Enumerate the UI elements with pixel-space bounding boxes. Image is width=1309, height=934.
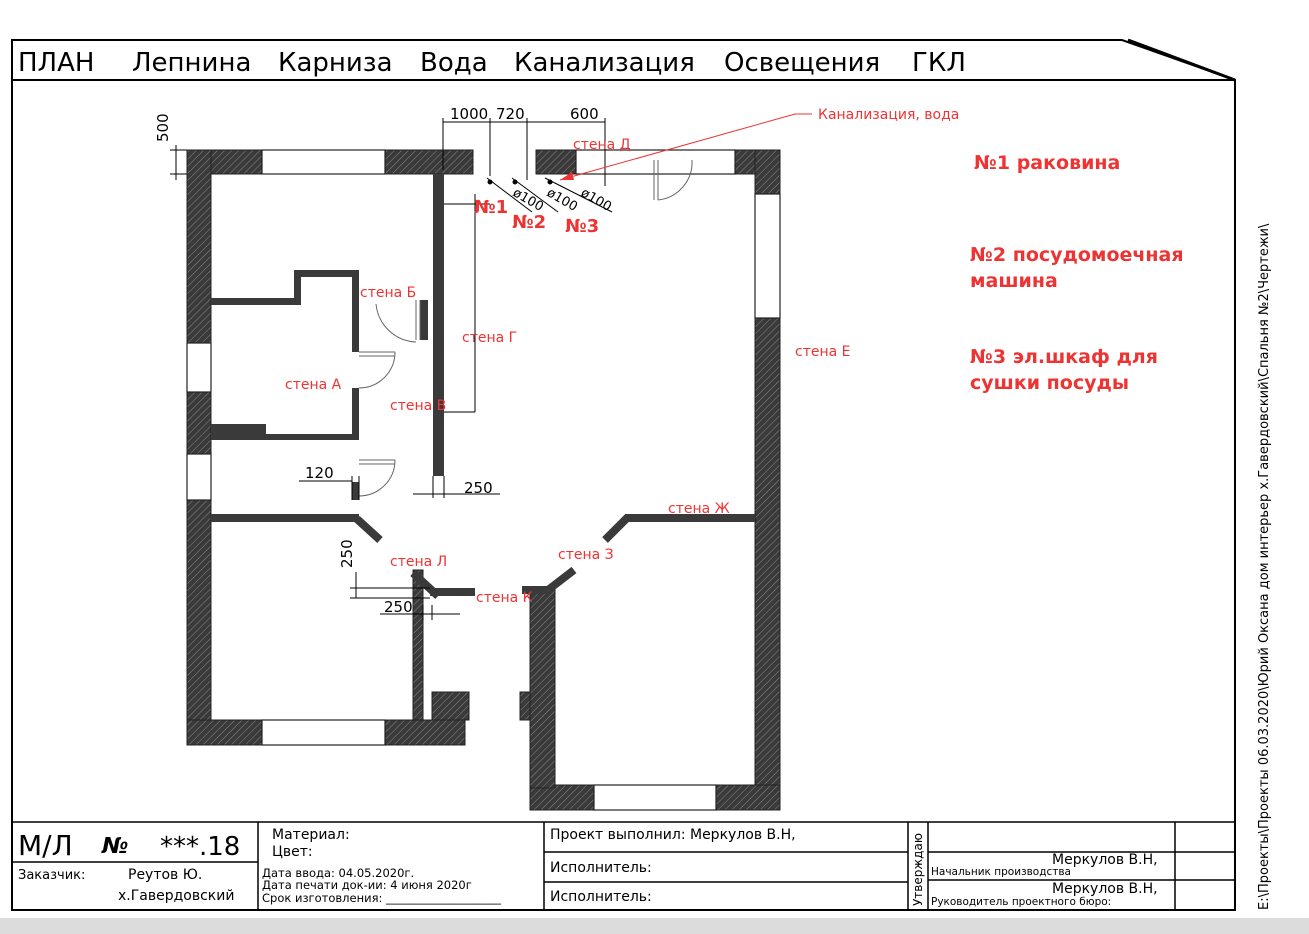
dim-250c: 250: [384, 598, 413, 616]
legend-item-2-line2: машина: [970, 270, 1058, 292]
wall-label-d: стена Д: [573, 137, 631, 153]
executor-1: Исполнитель:: [550, 860, 652, 876]
header-tabs: ПЛАН Лепнина Карниза Вода Канализация Ос…: [18, 48, 966, 78]
dim-720: 720: [496, 105, 525, 123]
wall-label-l: стена Л: [390, 554, 447, 570]
legend-item-3: №3 эл.шкаф для: [970, 346, 1158, 368]
pipe-label-3: ø100: [578, 185, 614, 214]
dimension-lines: [170, 118, 606, 620]
callout-text: Канализация, вода: [818, 107, 959, 123]
person-2: Меркулов В.Н,: [1052, 881, 1158, 897]
file-path-label: E:\Проекты\Проекты 06.03.2020\Юрий Оксан…: [1257, 223, 1272, 910]
wall-label-a: стена А: [285, 377, 342, 393]
material-label: Материал:: [272, 827, 350, 843]
project-by: Проект выполнил: Меркулов В.Н,: [550, 827, 796, 843]
tab-gkl[interactable]: ГКЛ: [912, 48, 966, 78]
wall-label-e: стена Е: [795, 344, 851, 360]
doors: [358, 159, 693, 497]
drawing-code: ***.18: [160, 832, 240, 862]
approved-label: Утверждаю: [911, 833, 925, 906]
interior-partitions: [211, 174, 755, 596]
date-in: Дата ввода: 04.05.2020г.: [262, 866, 414, 880]
tab-plan[interactable]: ПЛАН: [18, 48, 94, 78]
role-1: Начальник производства: [931, 866, 1071, 878]
walls: [186, 149, 781, 811]
customer-label: Заказчик:: [18, 868, 85, 883]
dim-120: 120: [305, 464, 334, 482]
tab-kanalizaciya[interactable]: Канализация: [514, 48, 695, 78]
customer-name: Реутов Ю.: [128, 867, 202, 883]
wall-label-k: стена К: [476, 590, 533, 606]
marker-1: №1: [474, 197, 508, 218]
bottom-strip: [0, 918, 1309, 934]
tab-osvescheniya[interactable]: Освещения: [724, 48, 880, 78]
windows: [186, 149, 781, 811]
marker-3: №3: [565, 216, 599, 237]
pipes: [486, 177, 613, 213]
title-block-grid: [12, 821, 1235, 910]
tab-voda[interactable]: Вода: [420, 48, 488, 78]
dim-1000: 1000: [450, 105, 488, 123]
pipe-markers: №1 №2 №3: [474, 197, 599, 237]
dim-250a: 250: [464, 479, 493, 497]
number-sign: №: [101, 834, 128, 859]
deadline: Срок изготовления: ____________________: [262, 891, 501, 905]
customer-place: х.Гавердовский: [118, 888, 234, 904]
dim-600: 600: [570, 105, 599, 123]
title-block-text: М/Л № ***.18 Заказчик: Реутов Ю. х.Гавер…: [18, 827, 1158, 908]
pipe-labels: ø100 ø100 ø100: [510, 185, 614, 214]
wall-label-v: стена В: [390, 398, 446, 414]
dim-500: 500: [154, 113, 172, 142]
wall-labels: стена А стена Б стена В стена Г стена Д …: [285, 137, 851, 606]
wall-label-z: стена З: [558, 547, 614, 563]
wall-label-b: стена Б: [360, 285, 416, 301]
ml-label: М/Л: [18, 829, 73, 862]
color-label: Цвет:: [272, 844, 313, 860]
person-1: Меркулов В.Н,: [1052, 852, 1158, 868]
diagonal-walls: [354, 514, 631, 599]
executor-2: Исполнитель:: [550, 889, 652, 905]
callout: Канализация, вода: [559, 107, 959, 181]
wall-label-zh: стена Ж: [668, 501, 730, 517]
marker-2: №2: [512, 212, 546, 233]
wall-label-g: стена Г: [462, 330, 517, 346]
drawing-frame: [11, 38, 1236, 911]
legend: №1 раковина №2 посудомоечная машина №3 э…: [970, 152, 1184, 394]
role-2: Руководитель проектного бюро:: [931, 896, 1111, 908]
dimension-texts: 1000 720 600 500 120 250 250 250: [154, 105, 599, 616]
date-print: Дата печати док-ии: 4 июня 2020г: [262, 878, 472, 892]
legend-item-2: №2 посудомоечная: [970, 244, 1184, 266]
tab-karniza[interactable]: Карниза: [278, 48, 393, 78]
legend-item-1: №1 раковина: [974, 152, 1120, 174]
tab-lepnina[interactable]: Лепнина: [132, 48, 251, 78]
pipe-label-2: ø100: [544, 185, 580, 214]
dim-250b: 250: [338, 539, 356, 568]
legend-item-3-line2: сушки посуды: [970, 372, 1129, 394]
